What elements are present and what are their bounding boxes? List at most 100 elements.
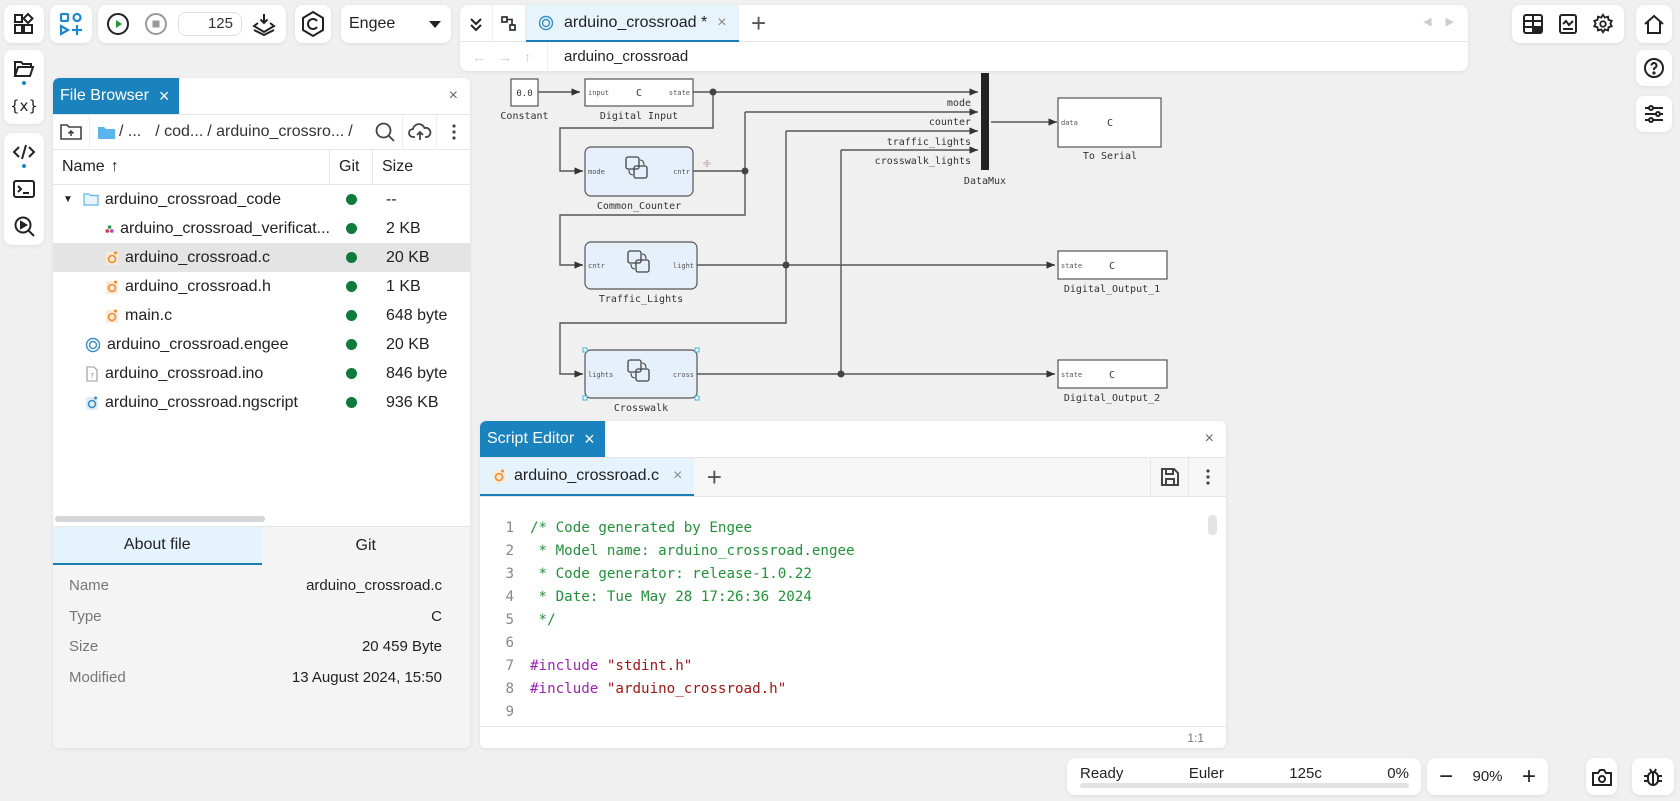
parent-folder-button[interactable] bbox=[53, 114, 90, 150]
close-tab-icon[interactable]: × bbox=[717, 13, 727, 31]
block-constant[interactable]: 0.0 Constant bbox=[500, 78, 549, 122]
block-to-serial[interactable]: data C To Serial bbox=[1057, 97, 1162, 162]
block-traffic-lights[interactable]: cntr light Traffic_Lights bbox=[584, 241, 698, 305]
scroll-right-icon[interactable]: ▶ bbox=[1445, 16, 1454, 28]
tab-git[interactable]: Git bbox=[355, 537, 376, 554]
apps-icon bbox=[14, 12, 34, 34]
add-file-tab-button[interactable]: + bbox=[706, 461, 722, 492]
horizontal-scrollbar[interactable] bbox=[55, 516, 265, 522]
file-row[interactable]: arduino_crossroad.h 1 KB bbox=[53, 272, 470, 301]
steps-input[interactable]: 125 bbox=[178, 12, 242, 36]
signal-line[interactable] bbox=[559, 92, 714, 175]
script-editor-toggle[interactable] bbox=[4, 133, 44, 170]
editor-menu-button[interactable] bbox=[1188, 458, 1226, 496]
tab-arduino-crossroad[interactable]: arduino_crossroad * × bbox=[526, 5, 739, 42]
block-digital-output-2[interactable]: state C Digital_Output_2 bbox=[1057, 359, 1168, 404]
signal-line[interactable] bbox=[559, 131, 787, 378]
block-datamux[interactable]: mode counter traffic_lights crosswalk_li… bbox=[875, 73, 1006, 187]
code-token: */ bbox=[530, 611, 556, 628]
left-sidebar-top: {x} bbox=[4, 50, 44, 124]
forward-arrow-icon[interactable]: → bbox=[498, 48, 512, 65]
script-editor-tab[interactable]: Script Editor × bbox=[480, 421, 605, 457]
apps-button[interactable] bbox=[4, 5, 44, 43]
zoom-in-button[interactable]: + bbox=[1521, 762, 1536, 790]
line-number: 8 bbox=[505, 680, 514, 697]
terminal-toggle[interactable] bbox=[4, 170, 44, 207]
help-button[interactable] bbox=[1636, 50, 1672, 86]
expand-caret-icon[interactable]: ▼ bbox=[63, 194, 73, 205]
variables-toggle[interactable]: {x} bbox=[4, 87, 44, 124]
c-file-icon bbox=[106, 251, 118, 265]
variables-table-button[interactable] bbox=[1522, 13, 1544, 35]
close-tab-icon[interactable]: × bbox=[584, 428, 595, 449]
home-button[interactable] bbox=[1636, 5, 1672, 43]
file-browser-toggle[interactable] bbox=[4, 50, 44, 87]
block-digital-output-1[interactable]: state C Digital_Output_1 bbox=[1057, 250, 1168, 295]
view-toolbar bbox=[1512, 5, 1624, 43]
signal-lines bbox=[538, 88, 1057, 378]
sort-ascending-icon: ↑ bbox=[110, 158, 119, 175]
hierarchy-button[interactable] bbox=[493, 5, 526, 42]
up-arrow-icon[interactable]: ↑ bbox=[524, 48, 531, 65]
hierarchy-icon bbox=[501, 15, 516, 31]
upload-button[interactable] bbox=[402, 114, 436, 150]
path-segment[interactable]: / arduino_crossro... bbox=[207, 123, 345, 140]
tab-about-file[interactable]: About file bbox=[53, 527, 262, 565]
code-line: 5 */ bbox=[480, 608, 1226, 631]
stop-button[interactable] bbox=[144, 12, 168, 36]
add-tab-button[interactable]: + bbox=[750, 7, 767, 38]
file-name: arduino_crossroad.h bbox=[125, 277, 271, 295]
breadcrumb[interactable]: arduino_crossroad bbox=[564, 48, 689, 65]
scroll-left-icon[interactable]: ◀ bbox=[1423, 16, 1432, 28]
close-tab-icon[interactable]: × bbox=[158, 85, 170, 106]
save-button[interactable] bbox=[1150, 458, 1188, 496]
column-header-name[interactable]: Name ↑ bbox=[53, 150, 330, 184]
git-status-icon bbox=[346, 281, 357, 292]
inspector-toggle[interactable] bbox=[4, 207, 44, 244]
signal-log-icon[interactable]: ᯽ bbox=[702, 159, 712, 169]
block-common-counter[interactable]: mode cntr Common_Counter ᯽ bbox=[584, 146, 712, 212]
svg-text:cntr: cntr bbox=[588, 262, 605, 270]
path-segment[interactable]: / ... bbox=[119, 123, 142, 140]
collapse-button[interactable] bbox=[460, 5, 493, 42]
close-tab-icon[interactable]: × bbox=[672, 467, 683, 484]
vertical-scrollbar[interactable] bbox=[1208, 515, 1217, 535]
back-arrow-icon[interactable]: ← bbox=[472, 48, 486, 65]
file-size: 846 byte bbox=[386, 364, 448, 382]
path-segment[interactable]: / cod... bbox=[155, 123, 204, 140]
tab-arduino-crossroad-c[interactable]: arduino_crossroad.c × bbox=[480, 458, 695, 496]
data-inspector-button[interactable] bbox=[1557, 13, 1579, 35]
more-options-button[interactable] bbox=[436, 114, 470, 150]
signal-line[interactable] bbox=[559, 112, 746, 269]
column-header-size[interactable]: Size bbox=[382, 158, 414, 175]
search-button[interactable] bbox=[368, 115, 402, 150]
close-panel-icon[interactable]: × bbox=[448, 87, 458, 104]
column-header-git[interactable]: Git bbox=[330, 150, 373, 184]
block-digital-input[interactable]: input C state Digital Input bbox=[584, 78, 694, 122]
zoom-out-button[interactable]: − bbox=[1439, 762, 1454, 790]
download-results-button[interactable] bbox=[252, 12, 276, 36]
simulation-controls: 125 bbox=[98, 5, 286, 43]
code-generation-button[interactable] bbox=[295, 5, 331, 43]
block-library-button[interactable] bbox=[50, 5, 92, 43]
file-row[interactable]: arduino_crossroad_verificat...2 KB bbox=[53, 214, 470, 243]
file-size: 1 KB bbox=[386, 277, 421, 295]
screenshot-button[interactable] bbox=[1586, 758, 1617, 795]
close-panel-icon[interactable]: × bbox=[1204, 430, 1214, 447]
file-browser-tab[interactable]: File Browser × bbox=[53, 78, 180, 114]
folder-row[interactable]: ▼arduino_crossroad_code-- bbox=[53, 185, 470, 214]
debug-button[interactable] bbox=[1632, 758, 1674, 795]
target-select[interactable]: Engee bbox=[341, 5, 451, 43]
model-canvas[interactable]: 0.0 Constant input C state Digital Input… bbox=[480, 70, 1240, 415]
run-button[interactable] bbox=[106, 12, 130, 36]
parameters-button[interactable] bbox=[1636, 96, 1672, 132]
settings-button[interactable] bbox=[1592, 13, 1614, 35]
block-crosswalk[interactable]: lights cross Crosswalk bbox=[582, 347, 700, 414]
